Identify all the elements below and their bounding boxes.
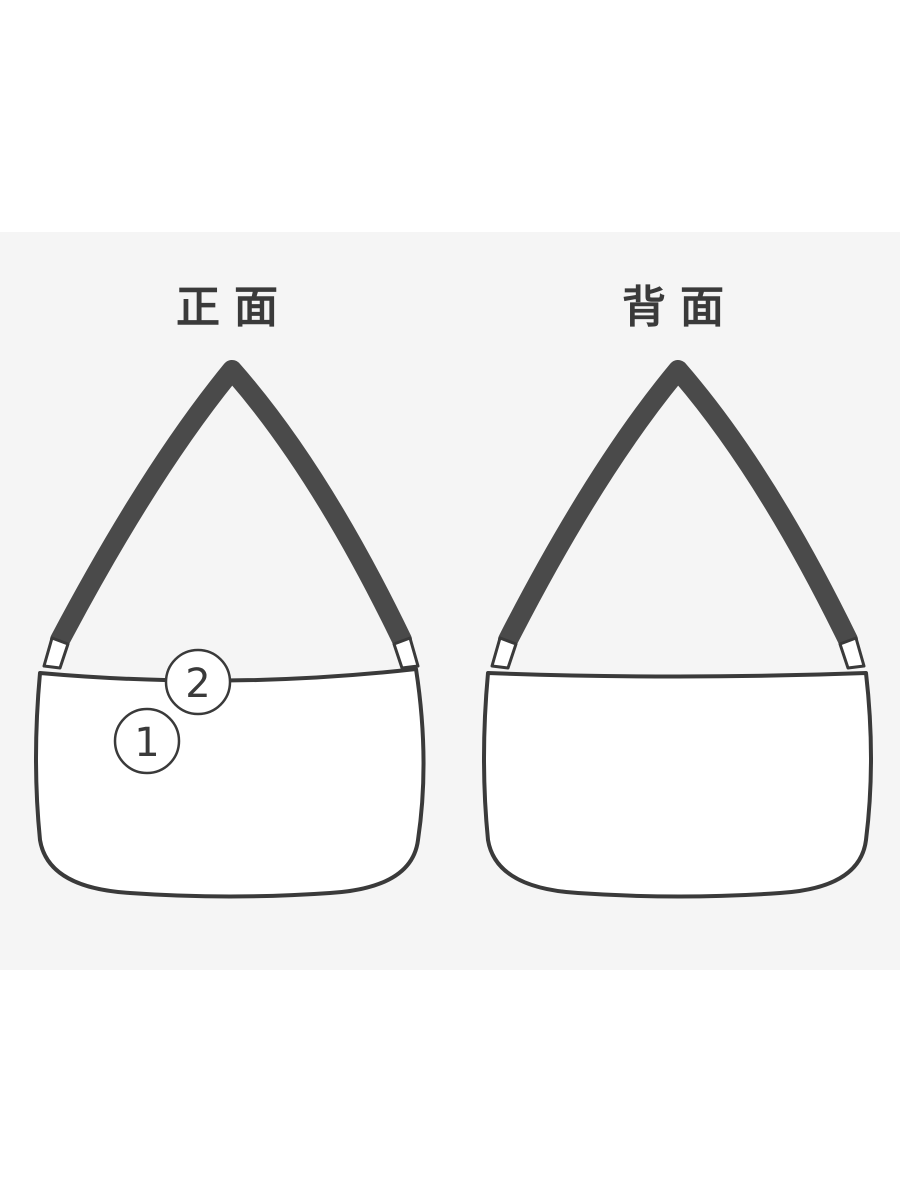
front-bag-body bbox=[34, 667, 426, 899]
callout-1: 1 bbox=[113, 707, 181, 775]
back-strap bbox=[498, 360, 858, 650]
front-view-title: 正面 bbox=[176, 282, 292, 333]
callout-2-label: 2 bbox=[185, 661, 210, 707]
back-view-title: 背面 bbox=[622, 282, 738, 333]
front-bag-view: 2 1 bbox=[34, 360, 426, 899]
front-left-strap-connector bbox=[42, 636, 70, 670]
callout-2: 2 bbox=[164, 648, 232, 716]
callout-1-label: 1 bbox=[134, 720, 159, 766]
front-right-strap-connector bbox=[392, 636, 420, 670]
back-bag-view bbox=[482, 360, 873, 899]
back-left-strap-connector bbox=[490, 636, 518, 670]
front-strap bbox=[50, 360, 412, 650]
back-right-strap-connector bbox=[838, 636, 866, 670]
back-bag-body bbox=[482, 671, 873, 899]
